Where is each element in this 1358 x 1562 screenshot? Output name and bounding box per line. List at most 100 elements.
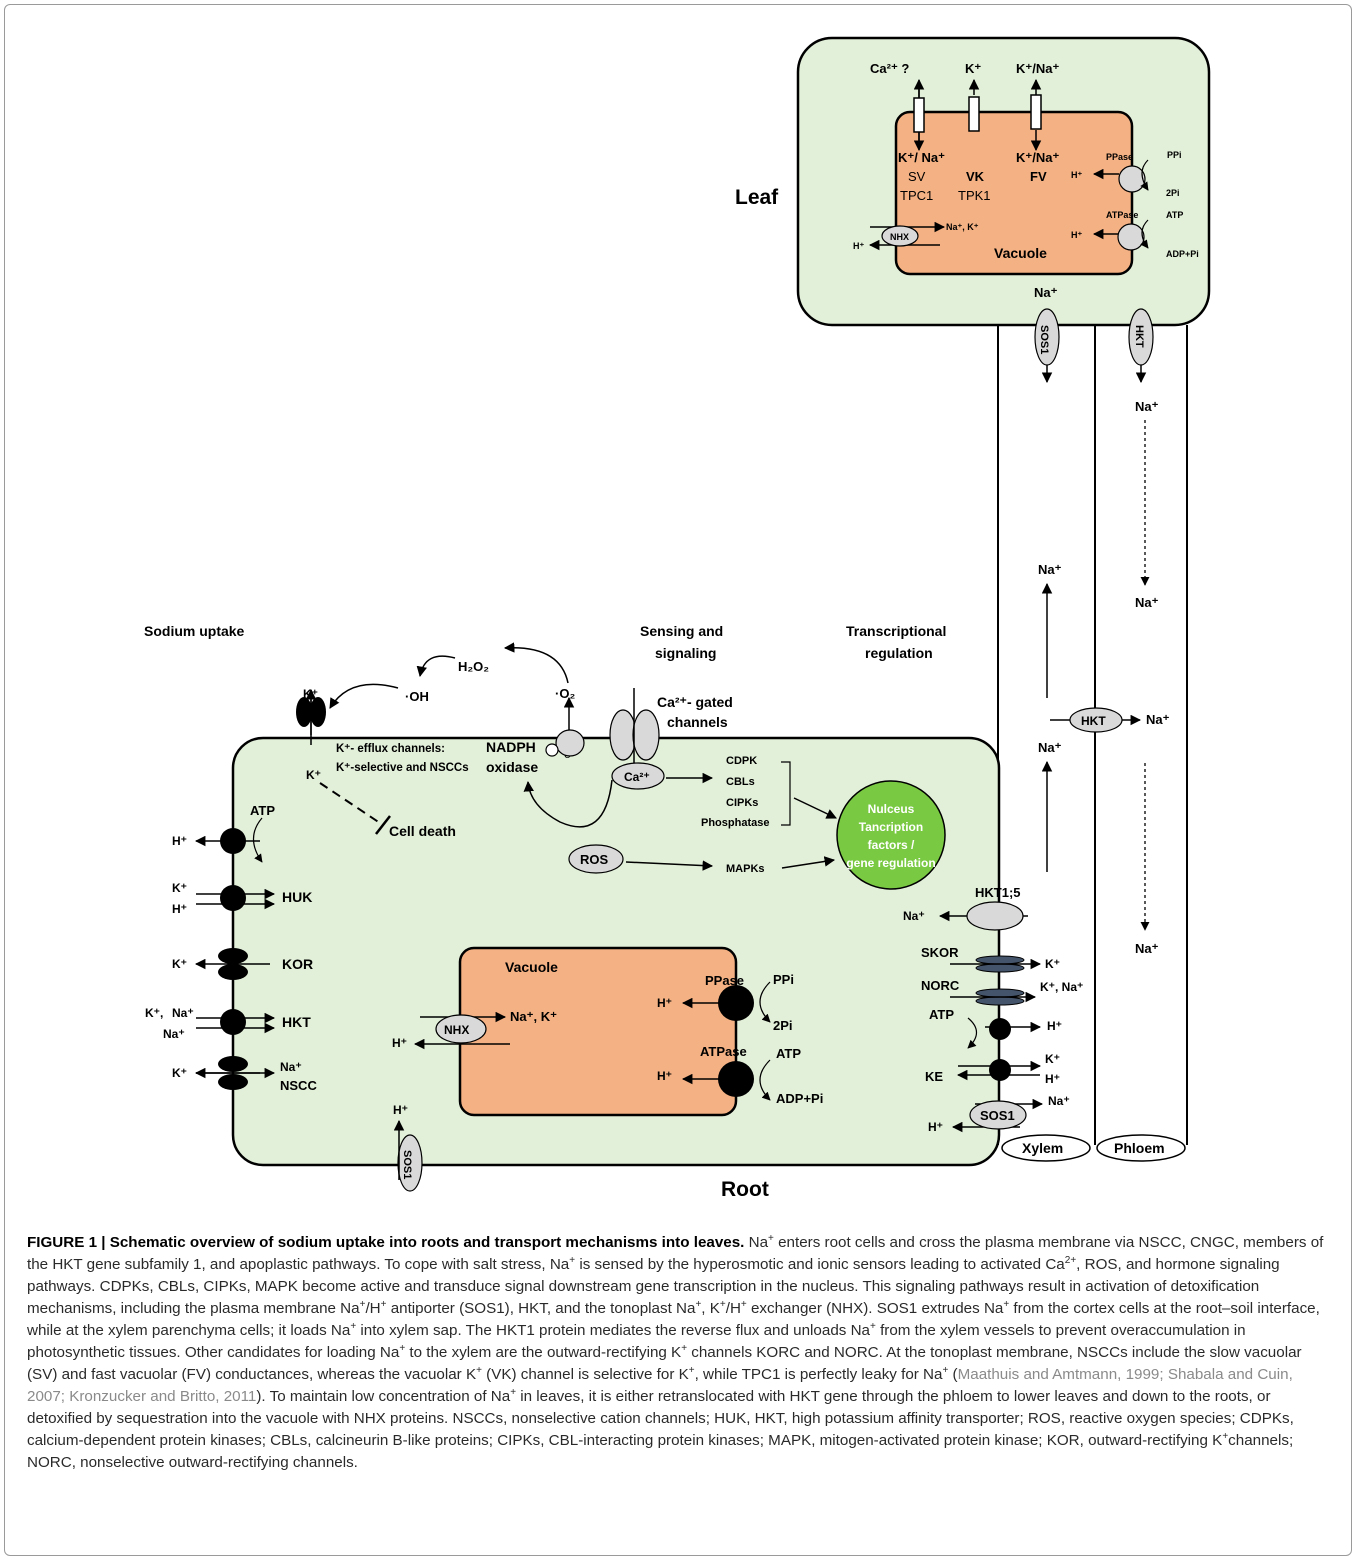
efflux-k-top: K⁺ [303,687,318,701]
ros-to-mapks-arrow [625,860,714,871]
leaf-ion-kna-fv: K⁺/Na⁺ [1016,150,1059,165]
left-h-atp: H⁺ [172,834,187,848]
nadph-label-2: oxidase [486,759,538,775]
leaf-atp: ATP [1166,210,1183,220]
kinase-phosphatase: Phosphatase [701,817,769,829]
root-vacuole [458,946,738,1117]
cell-death-bar [375,815,391,835]
efflux-k-bottom: K⁺ [306,768,321,782]
norc-kna: K⁺, Na⁺ [1040,980,1083,994]
vascular-hkt-label: HKT [1081,714,1106,728]
root-ppase-pump [681,981,771,1023]
xylem-na-1: Na⁺ [1038,562,1062,577]
leaf-nhx-label: NHX [890,232,909,242]
ca-gated-label-2: channels [667,714,728,730]
ros-oh: ·OH [405,689,429,704]
ke-label: KE [925,1069,943,1084]
leaf-title: Leaf [735,186,779,209]
kinases-to-nucleus-arrow [793,797,837,819]
vascular-hkt [1050,707,1142,733]
leaf-hkt: HKT [1128,308,1154,384]
ca-feedback-arrow [523,779,613,828]
nucleus-line-1: Nulceus [868,802,915,816]
kor-k: K⁺ [172,957,187,971]
ros-h2o2: H₂O₂ [458,659,489,674]
leaf-ppi: PPi [1167,150,1182,160]
leaf-channels [913,78,1042,152]
ke-k: K⁺ [1045,1052,1060,1066]
svg-text:SOS1: SOS1 [401,1150,413,1179]
phloem-na-1: Na⁺ [1135,399,1159,414]
kinase-cdpk: CDPK [726,755,757,767]
leaf-atpase-pump [1092,219,1149,251]
figure-caption: FIGURE 1 | Schematic overview of sodium … [27,1232,1324,1471]
svg-text:NHX: NHX [444,1023,469,1037]
ca-gated-label-1: Ca²⁺- gated [657,694,733,710]
hkt-left-na2: Na⁺ [163,1027,185,1041]
leaf-nhx-h: H⁺ [853,241,864,251]
svg-text:HKT: HKT [1133,325,1145,348]
root-bottom-sos1-h: H⁺ [393,1103,408,1117]
root-adp: ADP+Pi [776,1091,823,1106]
left-atp: ATP [250,803,275,818]
leaf-h-atpase: H⁺ [1071,230,1082,240]
leaf-atpase-label: ATPase [1106,210,1138,220]
svg-text:Xylem: Xylem [1022,1140,1063,1156]
kinase-bracket [781,761,791,826]
efflux-label-1: K⁺- efflux channels: [336,743,445,755]
root-nhx-na-k: Na⁺, K⁺ [510,1009,557,1024]
root-atpase-pump [681,1059,771,1101]
nscc-k: K⁺ [172,1066,187,1080]
ros-chain-arrows [329,642,575,738]
norc-channel [950,988,1037,1006]
ros-oval: ROS [568,844,624,874]
k-efflux-channel [296,688,326,745]
root-atpase-h: H⁺ [657,1069,672,1083]
caption-citations[interactable]: Maathuis and Amtmann, 1999; Shabala and … [27,1366,1293,1405]
phloem-na-3: Na⁺ [1135,941,1159,956]
vascular-hkt-na: Na⁺ [1146,712,1170,727]
skor-label: SKOR [921,945,959,960]
ca-gated-channel [609,688,660,778]
kinase-cbls: CBLs [726,776,755,788]
xylem-label-oval: Xylem [1001,1134,1091,1162]
huk-h: H⁺ [172,902,187,916]
nucleus [836,780,946,890]
root-atpase-label: ATPase [700,1044,747,1059]
nadph-oxidase [545,729,585,757]
svg-text:Phloem: Phloem [1114,1140,1165,1156]
efflux-label-2: K⁺-selective and NSCCs [336,762,469,774]
hkt-left-na1: Na⁺ [172,1006,194,1020]
root-ppase-h: H⁺ [657,996,672,1010]
kinase-cipks: CIPKs [726,797,758,809]
hkt15-na: Na⁺ [903,909,925,923]
figure-frame [4,4,1352,1556]
root-2pi: 2Pi [773,1018,793,1033]
svg-text:ROS: ROS [580,852,609,867]
mapks: MAPKs [726,863,765,875]
leaf-ion-ca: Ca²⁺ ? [870,61,909,76]
leaf-nhx [868,221,946,251]
root-nhx: NHX [413,1011,510,1050]
cell-death-label: Cell death [389,823,456,839]
title-sensing-2: signaling [655,645,716,661]
leaf-nhx-na-k: Na⁺, K⁺ [946,222,979,232]
ros-o2: ·O₂ [555,686,575,701]
leaf-vacuole-label: Vacuole [994,245,1047,261]
right-sos1-h: H⁺ [928,1120,943,1134]
root-atp: ATP [776,1046,801,1061]
leaf-vacuole [894,110,1134,276]
leaf-channel-fv: FV [1030,169,1047,184]
caption-title: FIGURE 1 | Schematic overview of sodium … [27,1234,745,1251]
nucleus-line-3: factors / [868,838,915,852]
leaf-cell [796,36,1211,327]
leaf-ion-kna: K⁺/Na⁺ [1016,61,1059,76]
svg-text:SOS1: SOS1 [980,1108,1015,1123]
nucleus-line-4: gene regulation [846,856,935,870]
vascular-tubes [997,325,1188,1145]
nscc-na: Na⁺ [280,1060,302,1074]
phloem-label-oval: Phloem [1096,1134,1186,1162]
hkt15-transporter [938,901,1028,931]
cell-death-inhibition [319,782,384,826]
skor-channel [950,955,1042,973]
